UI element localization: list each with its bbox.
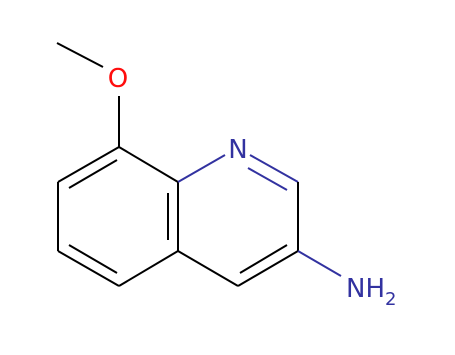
ring-nitrogen-label: N xyxy=(228,135,247,165)
bond-c6-c5 xyxy=(57,250,120,287)
bond-c3-nh2 xyxy=(297,250,342,277)
bond-c8-c8a xyxy=(118,146,179,183)
bond-c3-c4-inner xyxy=(239,244,288,274)
bond-c8-c7 xyxy=(57,146,120,183)
bond-c6-c5-inner xyxy=(68,244,118,274)
bond-c5-c4a xyxy=(118,250,179,287)
amine-label: NH xyxy=(346,274,385,304)
oxygen-label: O xyxy=(108,64,128,94)
amine-subscript: 2 xyxy=(385,289,396,310)
bond-c8-c7-inner xyxy=(68,159,118,189)
bond-methyl-o xyxy=(56,42,104,68)
bond-n1-c2-inner xyxy=(247,167,288,191)
bond-c8a-n1 xyxy=(177,154,226,183)
bond-c4-c4a xyxy=(177,250,239,287)
bond-n1-c2 xyxy=(249,154,299,183)
bond-c3-c4 xyxy=(237,250,299,287)
